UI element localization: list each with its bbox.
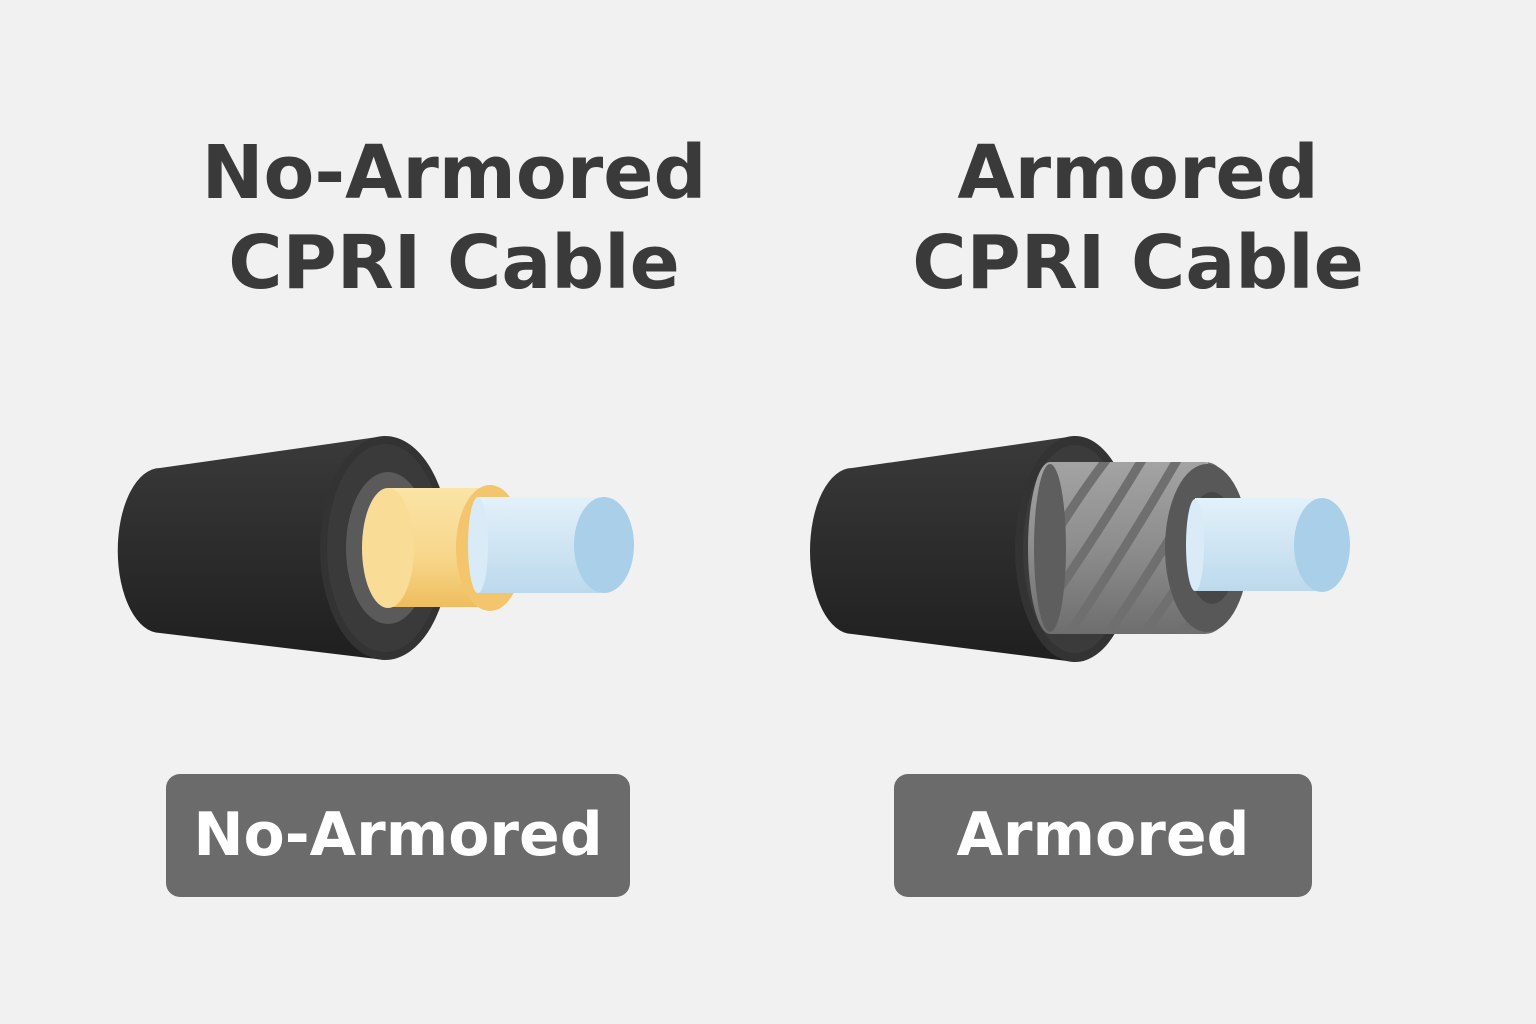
no-armored-title-line2: CPRI Cable	[228, 220, 680, 306]
fiber-core-face	[1294, 498, 1350, 592]
armored-panel: Armored CPRI Cable	[768, 0, 1536, 1024]
armored-title-line1: Armored	[957, 130, 1319, 216]
no-armored-panel: No-Armored CPRI Cable	[117, 130, 706, 897]
armored-cable-illustration	[810, 436, 1350, 662]
fiber-core-face	[574, 497, 634, 593]
fiber-core	[1195, 498, 1318, 591]
no-armored-title: No-Armored CPRI Cable	[70, 128, 838, 308]
armored-title-line2: CPRI Cable	[912, 220, 1364, 306]
armored-title: Armored CPRI Cable	[754, 128, 1522, 308]
no-armored-cable-illustration	[117, 436, 634, 660]
armored-badge: Armored	[894, 774, 1312, 897]
no-armored-badge: No-Armored	[166, 774, 630, 897]
no-armored-title-line1: No-Armored	[201, 130, 707, 216]
jacket-body	[117, 436, 386, 660]
jacket-body	[810, 436, 1075, 662]
fiber-core	[478, 497, 600, 593]
